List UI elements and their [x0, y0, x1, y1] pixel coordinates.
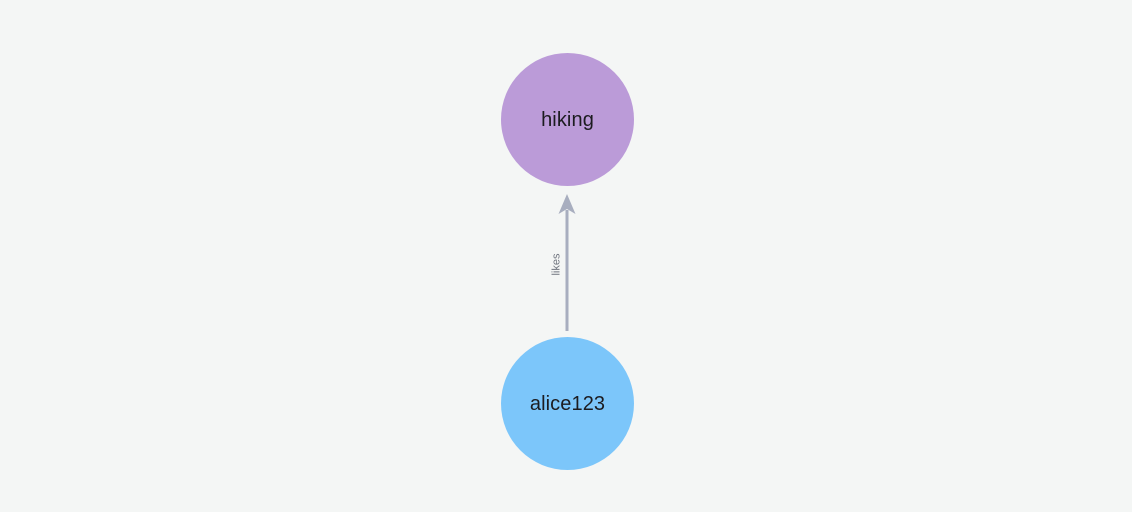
arrowhead-up-icon: [558, 194, 576, 214]
edge-label-likes: likes: [550, 253, 563, 276]
graph-node-label: alice123: [529, 392, 606, 415]
graph-node-alice123[interactable]: alice123: [501, 337, 634, 470]
graph-node-hiking[interactable]: hiking: [501, 53, 634, 186]
edge-likes[interactable]: [558, 194, 576, 331]
graph-node-label: hiking: [541, 108, 594, 131]
